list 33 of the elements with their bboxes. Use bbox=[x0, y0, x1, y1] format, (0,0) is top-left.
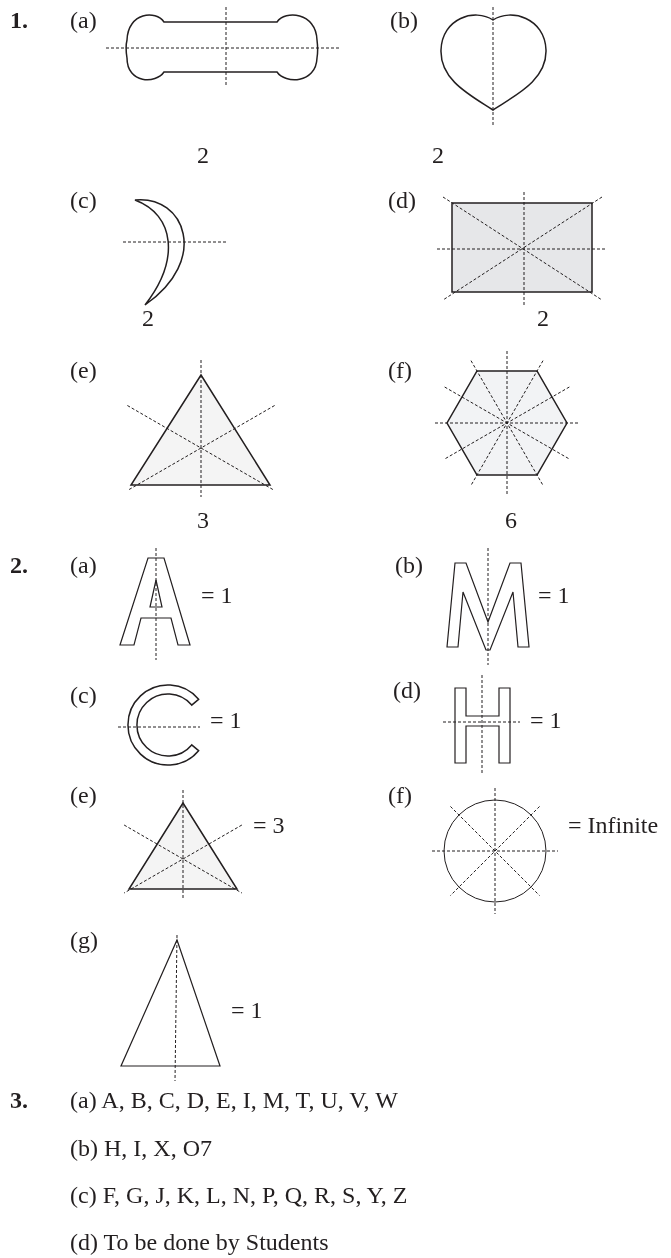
answer-text: (d) To be done by Students bbox=[70, 1228, 329, 1256]
part-label: (f) bbox=[388, 356, 412, 384]
answer-value: 2 bbox=[142, 304, 154, 332]
answer-value: = 1 bbox=[538, 581, 570, 609]
answer-value: 2 bbox=[432, 141, 444, 169]
answer-text: (c) F, G, J, K, L, N, P, Q, R, S, Y, Z bbox=[70, 1181, 408, 1209]
part-label: (c) bbox=[70, 186, 97, 214]
answer-value: 2 bbox=[537, 304, 549, 332]
answer-value: = 1 bbox=[530, 706, 562, 734]
part-label: (a) bbox=[70, 551, 97, 579]
part-label: (e) bbox=[70, 781, 97, 809]
part-label: (e) bbox=[70, 356, 97, 384]
answer-text: (a) A, B, C, D, E, I, M, T, U, V, W bbox=[70, 1086, 398, 1114]
answer-value: = 3 bbox=[253, 811, 285, 839]
part-label: (d) bbox=[393, 676, 421, 704]
answer-value: = Infinite bbox=[568, 811, 659, 839]
answer-value: = 1 bbox=[210, 706, 242, 734]
part-label: (g) bbox=[70, 926, 98, 954]
part-label: (b) bbox=[390, 6, 418, 34]
answer-value: 2 bbox=[197, 141, 209, 169]
answer-value: 3 bbox=[197, 506, 209, 534]
answer-text: (b) H, I, X, O7 bbox=[70, 1134, 212, 1162]
part-label: (b) bbox=[395, 551, 423, 579]
question-number: 2. bbox=[10, 551, 28, 579]
answer-value: = 1 bbox=[231, 996, 263, 1024]
part-label: (a) bbox=[70, 6, 97, 34]
question-number: 3. bbox=[10, 1086, 28, 1114]
part-label: (c) bbox=[70, 681, 97, 709]
answer-value: 6 bbox=[505, 506, 517, 534]
answer-value: = 1 bbox=[201, 581, 233, 609]
question-number: 1. bbox=[10, 6, 28, 34]
part-label: (d) bbox=[388, 186, 416, 214]
part-label: (f) bbox=[388, 781, 412, 809]
